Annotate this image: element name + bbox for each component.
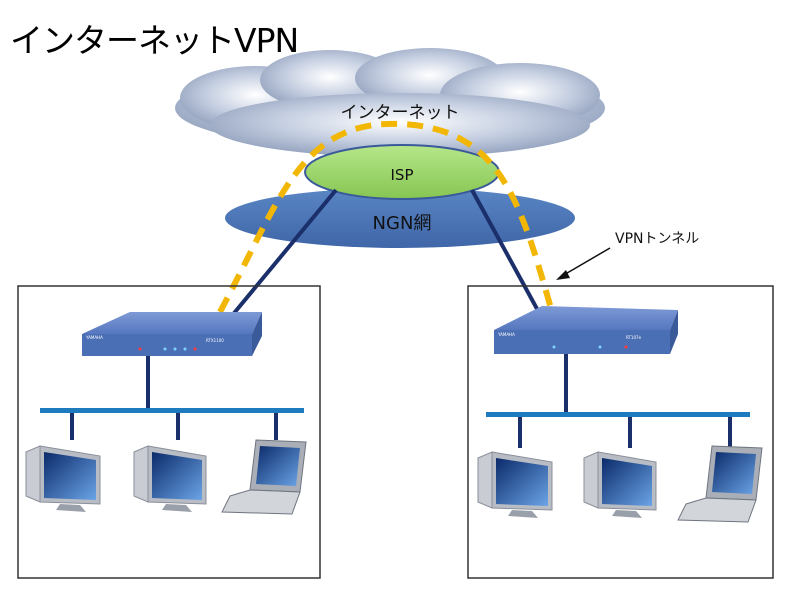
vpn-tunnel-arc <box>217 120 555 314</box>
laptop-right <box>677 445 763 523</box>
internet-label: インターネット <box>341 103 460 123</box>
isp-label: ISP <box>391 166 414 184</box>
ngn-network <box>225 188 575 248</box>
ngn-label: NGN網 <box>373 213 432 234</box>
left-router-model: RTX1100 <box>206 338 224 343</box>
internet-cloud <box>175 48 605 157</box>
laptop-left <box>221 439 307 515</box>
right-router-model: RT107e <box>626 335 642 340</box>
right-lan <box>486 354 750 448</box>
right-router: YAMAHA RT107e <box>494 306 678 354</box>
vpn-tunnel-label: VPNトンネル <box>615 231 699 247</box>
left-router: YAMAHA RTX1100 <box>82 312 262 356</box>
right-router-brand: YAMAHA <box>497 332 515 337</box>
vpn-callout-arrowhead <box>556 270 570 280</box>
right-uplink-line <box>470 189 544 319</box>
vpn-callout-line <box>561 247 611 277</box>
right-lan-box <box>467 285 774 579</box>
desktop-pc-right-1 <box>477 451 553 518</box>
desktop-pc-left-1 <box>25 445 101 512</box>
left-router-brand: YAMAHA <box>85 335 103 340</box>
page-title: インターネットVPN <box>10 21 299 60</box>
desktop-pc-left-2 <box>133 445 207 512</box>
desktop-pc-right-2 <box>583 451 657 518</box>
left-uplink-line <box>228 188 338 320</box>
left-lan <box>40 356 304 440</box>
left-lan-box <box>17 285 321 579</box>
